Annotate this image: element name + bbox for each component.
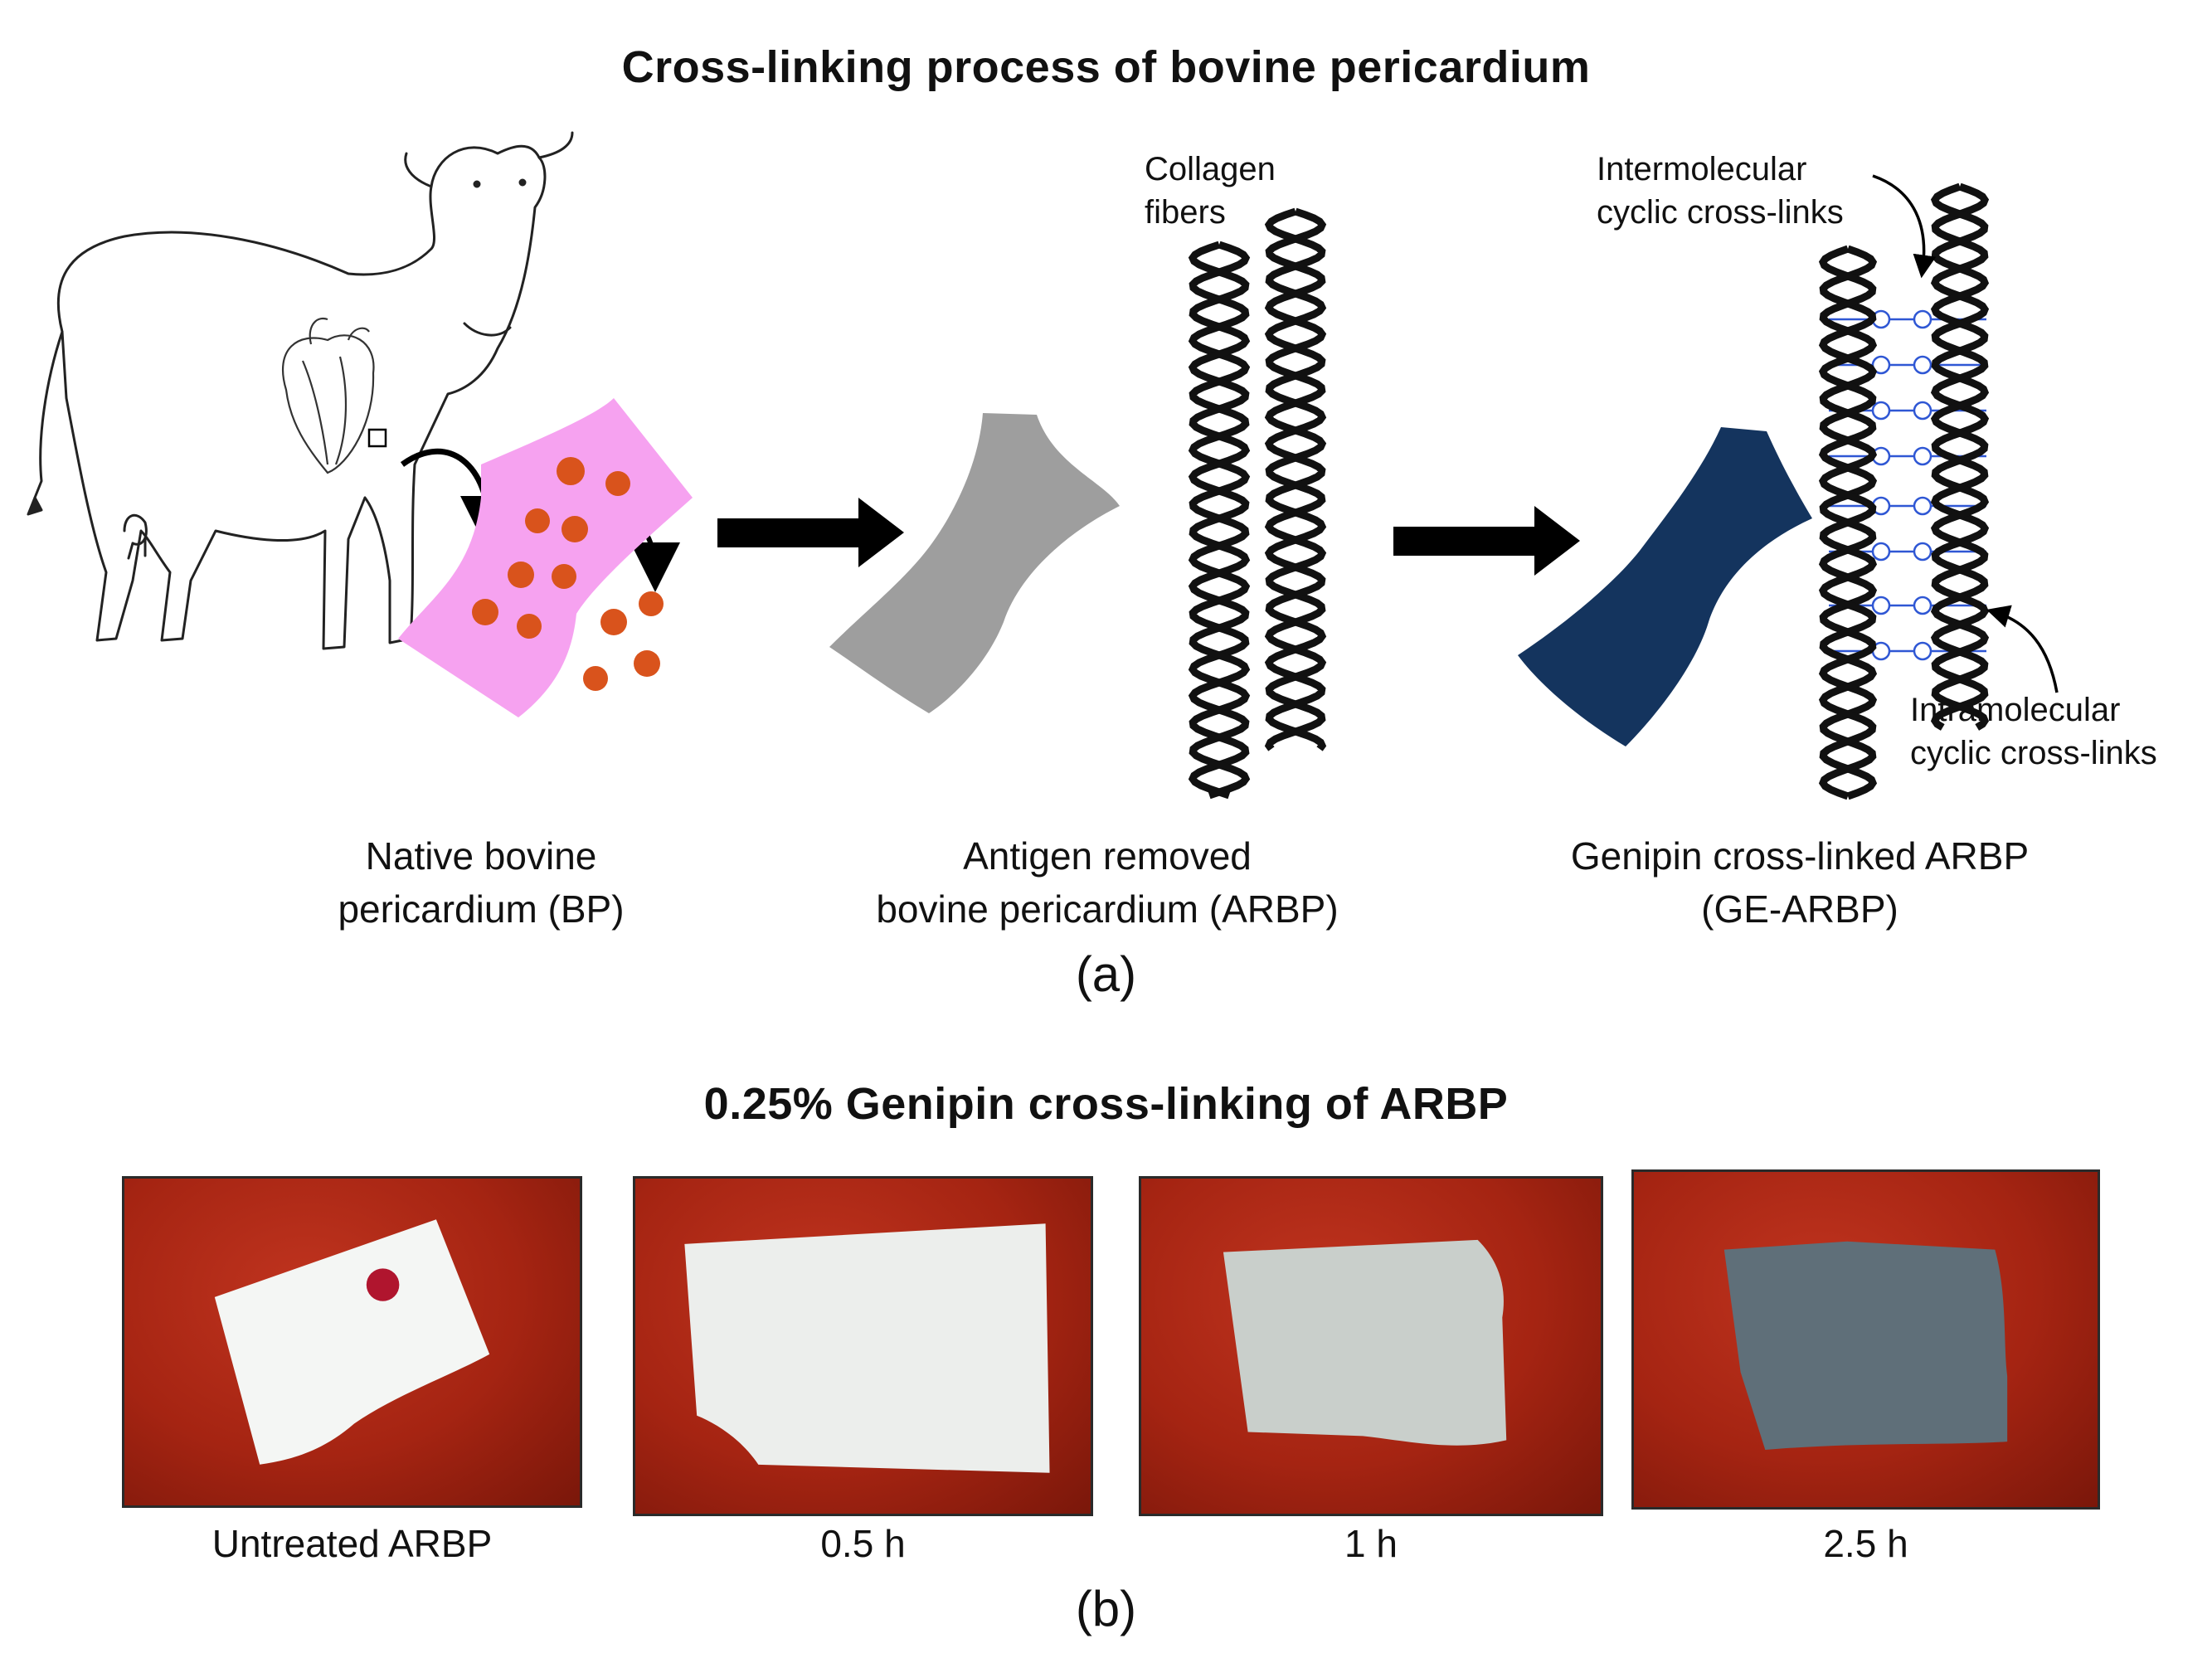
label-2.5h: 2.5 h — [1823, 1522, 1908, 1565]
crosslink-ring — [1871, 355, 1891, 375]
crosslink-ring — [1913, 401, 1932, 421]
crosslink-ring — [1913, 542, 1932, 562]
heart-illustration — [281, 317, 387, 474]
photo-1h — [1139, 1176, 1603, 1516]
helix-strand — [1264, 207, 1327, 751]
helix-strand — [1930, 182, 1990, 731]
photo-0.5h — [633, 1176, 1093, 1516]
crosslink-ring — [1913, 596, 1932, 615]
crosslink-ring — [1913, 446, 1932, 466]
collagen-fibers — [1188, 207, 1327, 800]
crosslink-ring — [1913, 309, 1932, 329]
sample-mark — [366, 1268, 400, 1301]
panel-a-label: (a) — [1075, 946, 1137, 1002]
arbp-tissue-sheet — [829, 413, 1120, 713]
photo-untreated — [122, 1176, 582, 1508]
intramolecular-label: Intramolecular cyclic cross-links — [1910, 692, 2157, 771]
label-untreated: Untreated ARBP — [211, 1522, 493, 1565]
process-arrow-1 — [717, 498, 904, 567]
ge-arbp-tissue-sheet — [1518, 427, 1812, 746]
crosslink-ring — [1871, 401, 1891, 421]
collagen-label: Collagen fibers — [1145, 151, 1276, 231]
crosslink-ring — [1871, 596, 1891, 615]
crosslink-ring — [1871, 542, 1891, 562]
label-0.5h: 0.5 h — [820, 1522, 906, 1565]
crosslink-ring — [1913, 496, 1932, 516]
inter-annotation-arrow — [1872, 174, 1937, 279]
helix-strand — [1188, 241, 1251, 800]
helix-strand — [1264, 207, 1327, 751]
cow-illustration — [27, 131, 574, 650]
photo-2.5h — [1631, 1169, 2100, 1510]
panel-b-title: 0.25% Genipin cross-linking of ARBP — [703, 1079, 1509, 1129]
crosslink-ring — [1913, 355, 1932, 375]
panel-a-title: Cross-linking process of bovine pericard… — [621, 42, 1591, 92]
caption-ge-arbp: Genipin cross-linked ARBP(GE-ARBP) — [1570, 834, 2030, 931]
helix-strand — [1818, 245, 1878, 800]
crosslink-ring — [1913, 641, 1932, 661]
intra-annotation-arrow — [1986, 605, 2059, 693]
helix-strand — [1930, 182, 1990, 731]
process-arrow-2 — [1393, 506, 1580, 576]
sample-patch — [214, 1219, 490, 1465]
intermolecular-label: Intermolecular cyclic cross-links — [1597, 151, 1844, 231]
panel-b-label: (b) — [1075, 1581, 1137, 1636]
label-1h: 1 h — [1344, 1522, 1398, 1565]
sample-patch — [1723, 1241, 2008, 1451]
sample-patch — [684, 1223, 1050, 1473]
antigen-particles — [472, 457, 664, 691]
sample-patch — [1223, 1239, 1507, 1446]
crosslinking-diagram — [27, 131, 2059, 800]
crosslinked-collagen-fibers — [1818, 182, 1990, 800]
